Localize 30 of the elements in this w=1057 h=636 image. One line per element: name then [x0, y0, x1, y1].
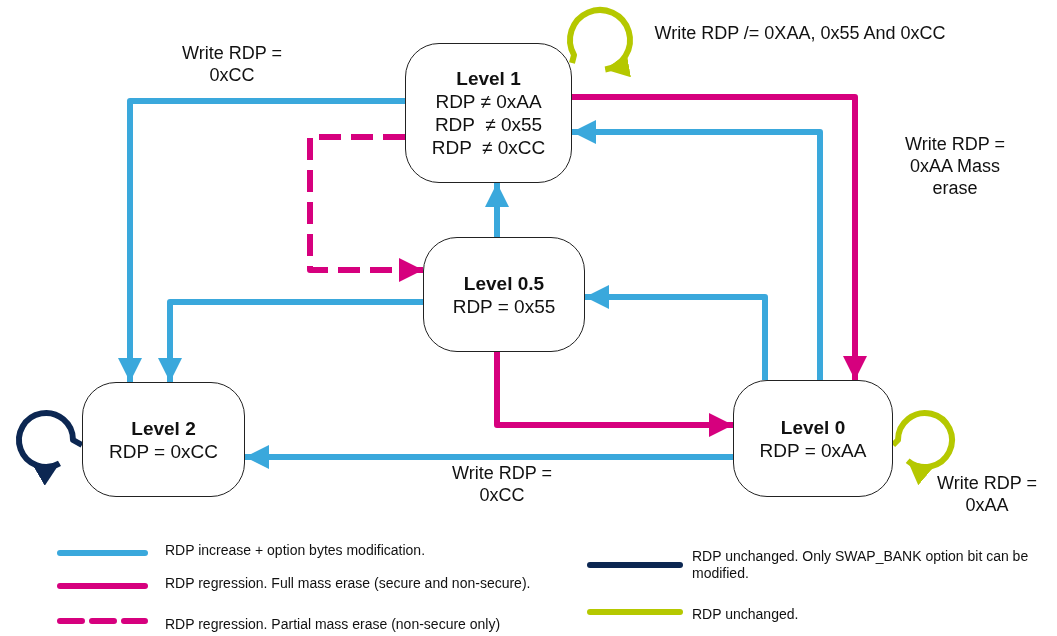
legend-text: RDP unchanged. Only SWAP_BANK option bit can be modified.	[692, 548, 1030, 582]
state-box	[405, 43, 572, 183]
arrow	[572, 120, 823, 380]
state-title: Level 0.5	[463, 271, 545, 295]
legend-text: RDP regression. Full mass erase (secure and non-secure).	[165, 575, 532, 592]
arrow	[118, 98, 405, 382]
arrow	[585, 285, 768, 380]
state-condition: RDP = 0x55	[452, 294, 556, 318]
state-title: Level 0	[780, 415, 846, 439]
state-box	[82, 382, 245, 497]
arrow	[485, 183, 509, 237]
state-condition: RDP ≠ 0xAA	[435, 90, 542, 113]
arrow	[307, 134, 423, 282]
state-title: Level 2	[131, 416, 196, 440]
state-box	[423, 237, 585, 352]
arrow	[245, 445, 733, 469]
arrow	[158, 299, 423, 382]
state-condition: RDP = 0xCC	[109, 439, 218, 463]
state-condition: RDP ≠ 0x55	[434, 113, 543, 136]
legend-text: RDP regression. Partial mass erase (non-secure only)	[165, 616, 502, 633]
arrow	[494, 352, 733, 437]
state-condition: RDP ≠ 0xCC	[431, 136, 546, 159]
state-title: Level 1	[456, 67, 521, 90]
arrow	[572, 94, 867, 380]
loop-arrow	[567, 7, 633, 76]
state-condition: RDP = 0xAA	[759, 438, 867, 462]
state-box	[733, 380, 893, 497]
loop-arrow	[16, 410, 84, 485]
legend-text: RDP increase + option bytes modification.	[165, 542, 427, 559]
legend-text: RDP unchanged.	[692, 606, 800, 623]
